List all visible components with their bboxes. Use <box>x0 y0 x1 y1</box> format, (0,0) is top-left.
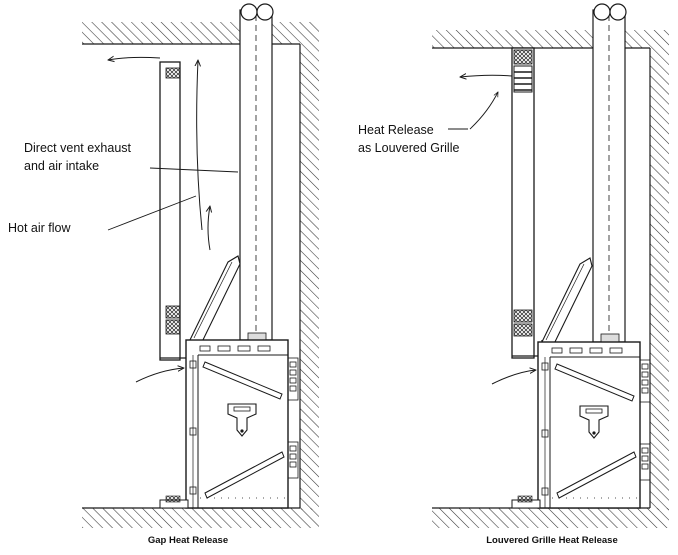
floor-structure <box>82 507 319 528</box>
gap-heat-release-caption: Gap Heat Release <box>148 535 228 546</box>
direct-vent-pipe <box>239 3 274 342</box>
direct-vent-label-line2: and air intake <box>24 159 99 173</box>
back-wall <box>299 44 319 510</box>
louvered-grille <box>513 65 533 93</box>
hood-panel <box>539 257 593 349</box>
framing-chase <box>159 61 191 361</box>
ceiling-structure <box>432 30 669 49</box>
gap-heat-release-diagram: Direct vent exhaust and air intake Hot a… <box>8 3 319 546</box>
hood-panel <box>187 255 241 347</box>
callout-leaders <box>107 167 239 231</box>
direct-vent-label-line1: Direct vent exhaust <box>24 141 132 155</box>
heat-release-label-line1: Heat Release <box>358 123 434 137</box>
heat-release-label-line2: as Louvered Grille <box>358 141 459 155</box>
hot-air-flow-arrows <box>460 75 536 385</box>
direct-vent-pipe <box>592 3 627 343</box>
louvered-grille-diagram: Heat Release as Louvered Grille Louvered… <box>358 3 669 546</box>
hot-air-flow-arrows <box>108 57 210 383</box>
louvered-grille-caption: Louvered Grille Heat Release <box>486 535 617 546</box>
hot-air-flow-label: Hot air flow <box>8 221 71 235</box>
callout-leaders <box>448 92 498 130</box>
back-wall <box>649 48 669 510</box>
fireplace-unit <box>159 339 299 509</box>
ceiling-structure <box>82 22 319 45</box>
framing-chase <box>511 47 543 359</box>
fireplace-unit <box>511 341 651 509</box>
floor-structure <box>432 507 669 528</box>
